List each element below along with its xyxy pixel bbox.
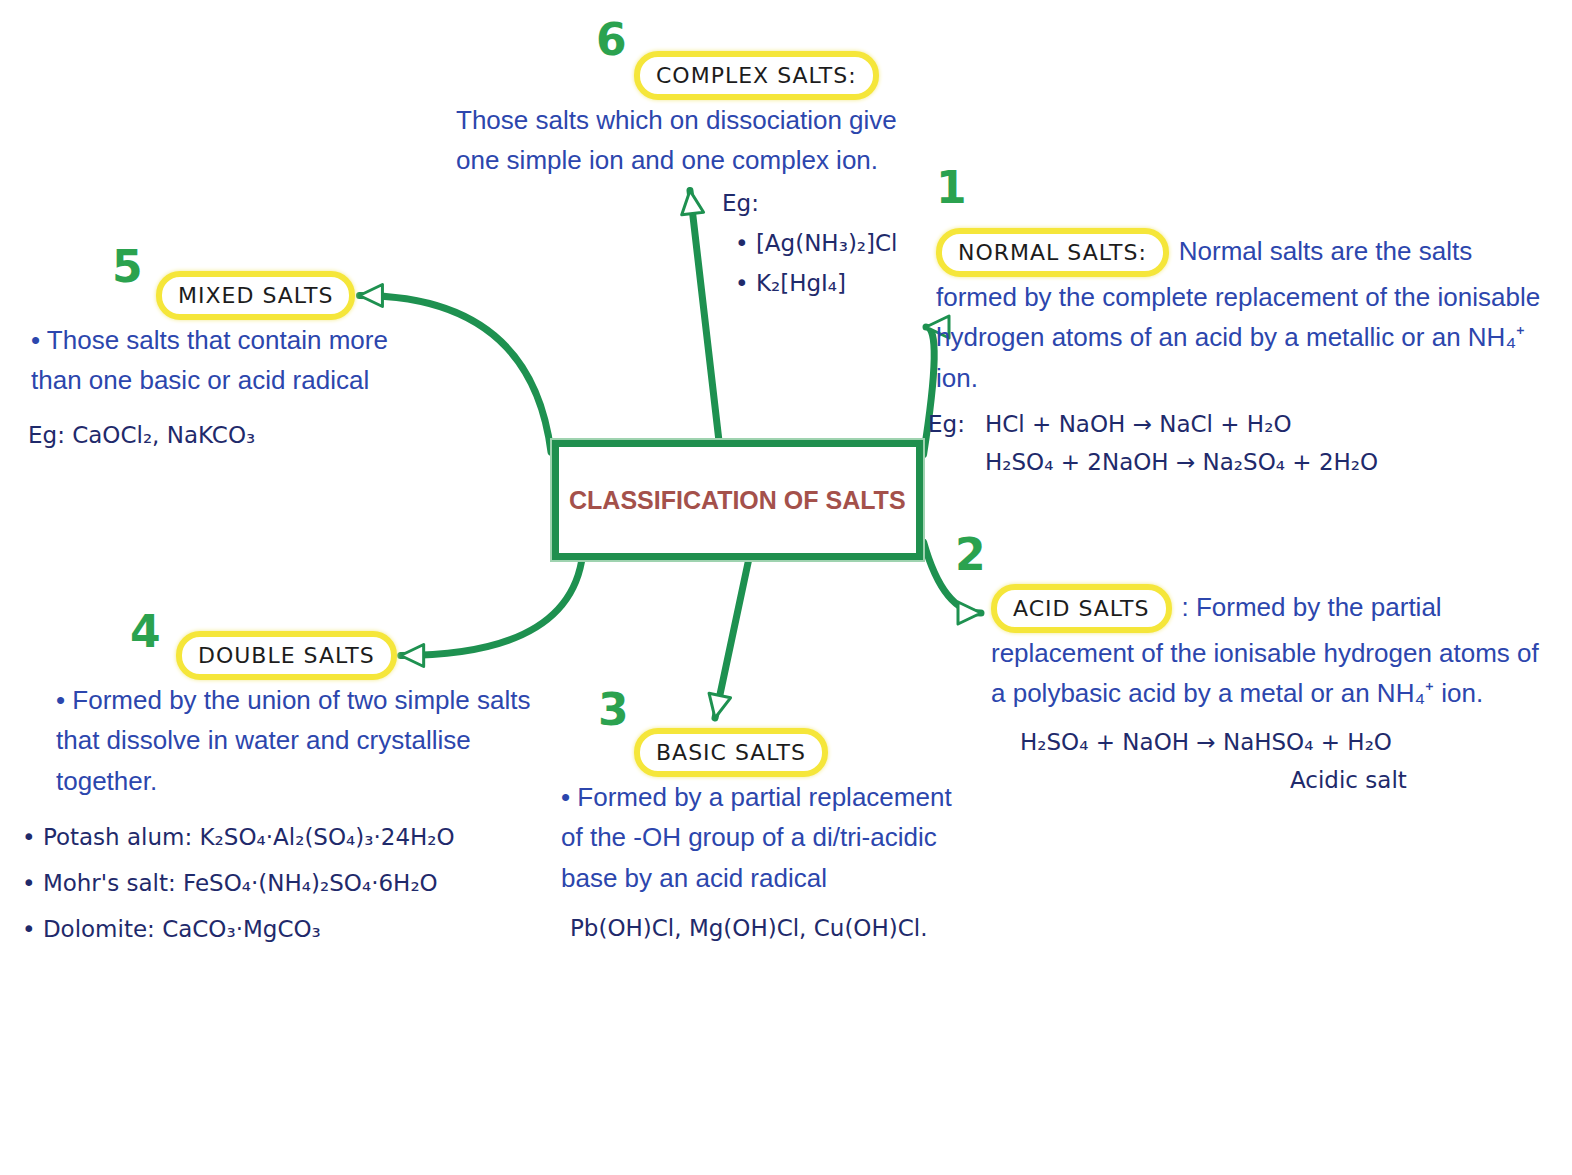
- description-text: • Those salts that contain more than one…: [31, 320, 439, 401]
- salt-type-node: BASIC SALTS• Formed by a partial replace…: [555, 722, 985, 904]
- callout-number: 1: [936, 166, 967, 210]
- category-heading: COMPLEX SALTS:: [634, 51, 879, 100]
- salt-type-node: DOUBLE SALTS• Formed by the union of two…: [50, 625, 540, 807]
- callout-number: 2: [955, 533, 986, 577]
- description-text: • Formed by a partial replacement of the…: [561, 777, 979, 898]
- example-formula: • Dolomite: CaCO₃·MgCO₃: [22, 915, 321, 945]
- center-title: CLASSIFICATION OF SALTS: [569, 483, 906, 518]
- category-heading: BASIC SALTS: [634, 728, 828, 777]
- salt-type-node: COMPLEX SALTS:Those salts which on disso…: [450, 45, 930, 187]
- example-equation: H₂SO₄ + 2NaOH → Na₂SO₄ + 2H₂O: [985, 448, 1378, 478]
- example-note: Acidic salt: [1290, 766, 1407, 796]
- callout-number: 3: [598, 688, 629, 732]
- example-formula: • Mohr's salt: FeSO₄·(NH₄)₂SO₄·6H₂O: [22, 869, 438, 899]
- example-formula: • K₂[HgI₄]: [735, 269, 846, 299]
- branch-arrow: [359, 296, 551, 453]
- example-formula: • Potash alum: K₂SO₄·Al₂(SO₄)₃·24H₂O: [22, 823, 455, 853]
- category-heading: ACID SALTS: [991, 584, 1172, 633]
- category-heading: MIXED SALTS: [156, 271, 355, 320]
- category-heading: DOUBLE SALTS: [176, 631, 397, 680]
- salt-type-node: MIXED SALTS• Those salts that contain mo…: [25, 265, 445, 407]
- description-text: • Formed by the union of two simple salt…: [56, 680, 534, 801]
- category-heading: NORMAL SALTS:: [936, 228, 1169, 277]
- branch-arrow: [715, 561, 748, 718]
- branch-arrow: [690, 191, 719, 439]
- example-formula: Pb(OH)Cl, Mg(OH)Cl, Cu(OH)Cl.: [570, 914, 928, 944]
- example-formula: • [Ag(NH₃)₂]Cl: [735, 229, 898, 259]
- salt-type-node: ACID SALTS: Formed by the partial replac…: [985, 578, 1545, 720]
- example-equation: H₂SO₄ + NaOH → NaHSO₄ + H₂O: [1020, 728, 1392, 758]
- example-text: Eg:: [722, 189, 759, 219]
- central-box: CLASSIFICATION OF SALTS: [552, 440, 923, 560]
- salt-type-node: NORMAL SALTS:Normal salts are the salts …: [930, 222, 1550, 404]
- callout-number: 4: [130, 610, 161, 654]
- example-equation: HCl + NaOH → NaCl + H₂O: [985, 410, 1292, 440]
- description-text: Those salts which on dissociation give o…: [456, 100, 924, 181]
- callout-number: 5: [112, 245, 143, 289]
- branch-arrow: [401, 561, 582, 656]
- example-text: Eg:: [928, 410, 965, 440]
- callout-number: 6: [596, 18, 627, 62]
- example-formula: Eg: CaOCl₂, NaKCO₃: [28, 421, 255, 451]
